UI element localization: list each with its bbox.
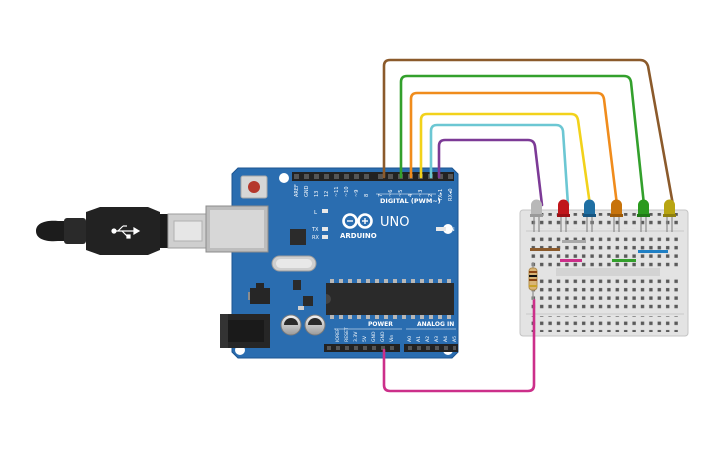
power-pin-label: Vin [389, 335, 395, 342]
l-led [322, 209, 328, 213]
pin-label: 8 [364, 194, 370, 197]
voltage-regulator [248, 283, 270, 304]
analog-pin-label: A3 [434, 336, 440, 342]
pin-label: ~9 [354, 190, 360, 197]
power-label: POWER [368, 321, 393, 328]
pin-label: ~10 [344, 186, 350, 197]
analog-pin-label: A5 [452, 336, 458, 342]
wire-cyan[interactable] [429, 123, 570, 207]
power-pin-label: 5V [362, 335, 368, 342]
pin-label: 12 [324, 191, 330, 197]
pin-label: 7 [378, 194, 384, 197]
wire-brown[interactable] [382, 58, 675, 207]
digital-header-label: DIGITAL (PWM~) [380, 197, 441, 205]
pin-label: 13 [314, 191, 320, 197]
analog-pin-label: A1 [416, 336, 422, 342]
pin-label: GND [304, 185, 310, 197]
pin-label: RX◂0 [448, 188, 454, 201]
led-yellow[interactable] [663, 199, 676, 233]
pin-label: 2 [428, 194, 434, 197]
analog-pin-label: A4 [443, 336, 449, 342]
rx-led-label: RX [312, 235, 319, 241]
reset-button[interactable] [240, 175, 268, 199]
rx-led [322, 235, 328, 239]
power-pin-label: GND [380, 331, 386, 342]
pin-label: ~5 [398, 190, 404, 197]
pin-label: TX▸1 [438, 189, 444, 202]
led-white[interactable] [530, 199, 543, 233]
brand-label: ARDUINO [340, 232, 377, 240]
led-blue[interactable] [583, 199, 596, 233]
wire-yellow[interactable] [419, 112, 592, 207]
led-red[interactable] [557, 199, 570, 233]
analog-pin-label: A0 [407, 336, 413, 342]
wire-green[interactable] [399, 74, 646, 207]
usb-symbol-icon [111, 225, 141, 239]
analog-pin-label: A2 [425, 336, 431, 342]
pin-label: ~6 [388, 190, 394, 197]
pin-label: ~11 [334, 186, 340, 197]
analog-header[interactable] [404, 344, 458, 352]
atmega-microcontroller [326, 279, 454, 319]
power-pin-label: 3.3V [353, 331, 359, 342]
capacitor [304, 314, 326, 336]
on-led-label: ON [447, 227, 455, 233]
power-header[interactable] [324, 344, 400, 352]
tx-led [322, 227, 328, 231]
usb-chip [290, 229, 306, 245]
tx-led-label: TX [311, 227, 319, 233]
led-green[interactable] [637, 199, 650, 233]
usb-cable[interactable] [36, 207, 207, 255]
breadboard[interactable] [519, 209, 689, 337]
wire-magenta-gnd[interactable] [382, 298, 536, 393]
power-pin-label: IOREF [335, 328, 341, 342]
model-label: UNO [380, 215, 409, 230]
l-led-label: L [314, 210, 318, 216]
analog-label: ANALOG IN [417, 321, 454, 328]
power-pin-label: GND [371, 331, 377, 342]
on-led [436, 227, 446, 231]
wire-purple[interactable] [437, 138, 544, 207]
dc-power-jack [220, 314, 270, 348]
resistor[interactable] [528, 262, 538, 300]
arduino-logo-icon [342, 213, 373, 229]
pin-label: ~3 [418, 190, 424, 197]
pin-label: AREF [294, 184, 300, 197]
led-orange[interactable] [610, 199, 623, 233]
power-pin-label: RESET [344, 327, 350, 342]
digital-header[interactable] [292, 172, 454, 181]
wire-orange[interactable] [409, 91, 619, 207]
pin-label: 4 [408, 194, 414, 197]
arduino-board[interactable]: AREF GND 13 12 ~11 ~10 ~9 8 7 ~6 ~5 4 ~3… [205, 167, 459, 359]
capacitor [280, 314, 302, 336]
